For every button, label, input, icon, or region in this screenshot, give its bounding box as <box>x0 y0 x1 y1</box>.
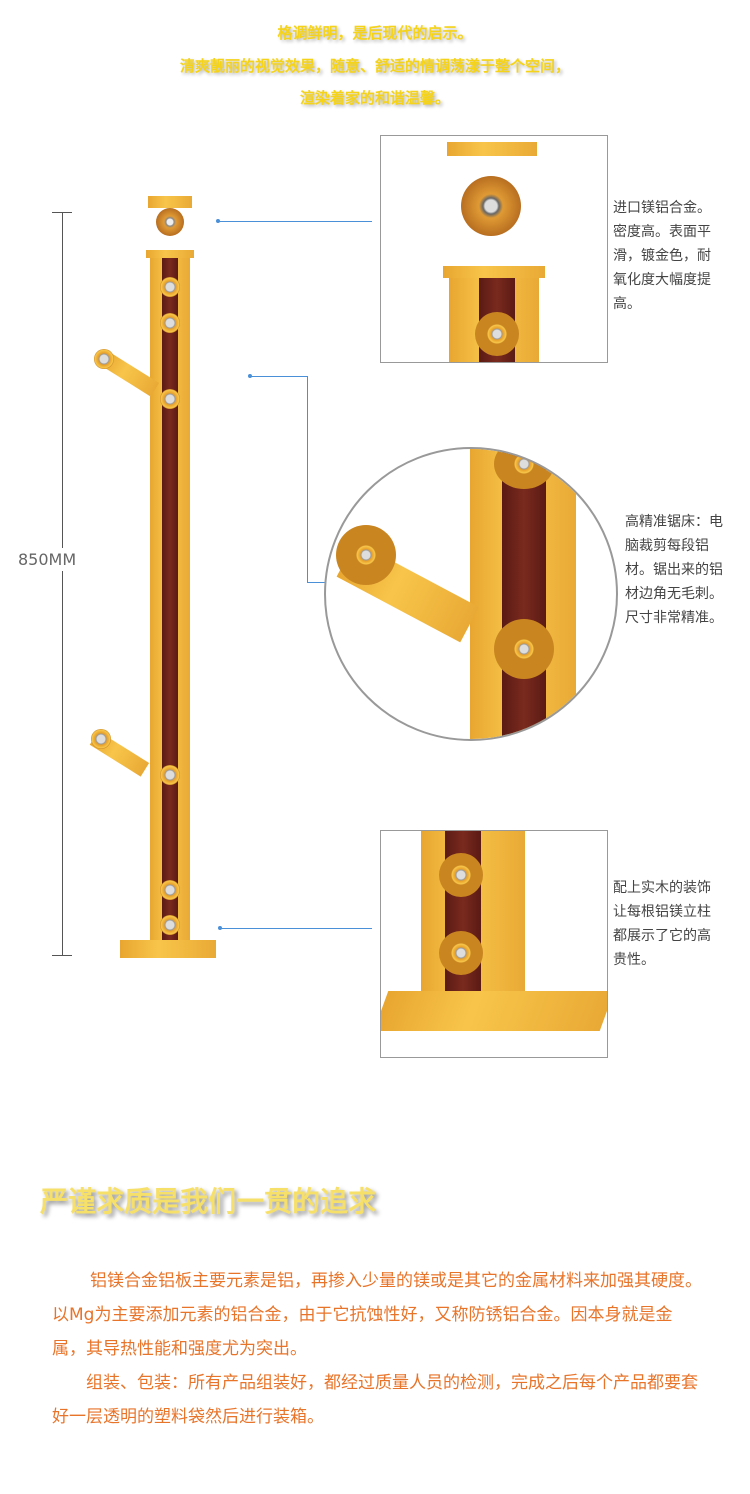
bolt <box>160 277 180 297</box>
connector-line <box>218 221 372 222</box>
dimension-label: 850MM <box>18 548 77 571</box>
dimension-line <box>62 212 63 955</box>
detail-image-circle <box>324 447 618 741</box>
section-title: 严谨求质是我们一贯的追求 <box>40 1185 377 1218</box>
slogan-line-1: 格调鲜明，是后现代的启示。 <box>277 24 473 42</box>
bolt <box>91 729 111 749</box>
detail-text-circle: 高精准锯床：电脑裁剪每段铝材。锯出来的铝材边角无毛刺。尺寸非常精准。 <box>625 514 723 626</box>
paragraph-material: 铝镁合金铝板主要元素是铝，再掺入少量的镁或是其它的金属材料来加强其硬度。以Mg为… <box>52 1271 702 1359</box>
detail-image-base <box>380 830 608 1058</box>
bolt <box>160 765 180 785</box>
post-collar <box>146 250 194 258</box>
wood-inlay <box>162 258 178 950</box>
bolt <box>160 880 180 900</box>
dimension-tick-bottom <box>52 955 72 956</box>
detail-image-top <box>380 135 608 363</box>
connector-line <box>307 582 325 583</box>
post-base-plate <box>120 940 216 958</box>
bolt <box>160 915 180 935</box>
post-ball <box>156 208 184 236</box>
dimension-tick-top <box>52 212 72 213</box>
connector-line <box>220 928 372 929</box>
connector-line <box>250 376 307 377</box>
paragraph-packaging: 组装、包装：所有产品组装好，都经过质量人员的检测，完成之后每个产品都要套好一层透… <box>52 1373 698 1427</box>
connector-line <box>307 376 308 582</box>
detail-text-base: 配上实木的装饰让每根铝镁立柱都展示了它的高贵性。 <box>613 880 711 968</box>
post-top-plate <box>148 196 192 208</box>
bolt <box>160 389 180 409</box>
bolt <box>94 349 114 369</box>
slogan-line-2: 清爽靓丽的视觉效果，随意、舒适的情调荡漾于整个空间， <box>179 57 570 75</box>
bolt <box>160 313 180 333</box>
slogan-line-3: 渲染着家的和谐温馨。 <box>299 89 450 107</box>
detail-text-top: 进口镁铝合金。密度高。表面平滑，镀金色，耐氧化度大幅度提高。 <box>613 200 711 312</box>
